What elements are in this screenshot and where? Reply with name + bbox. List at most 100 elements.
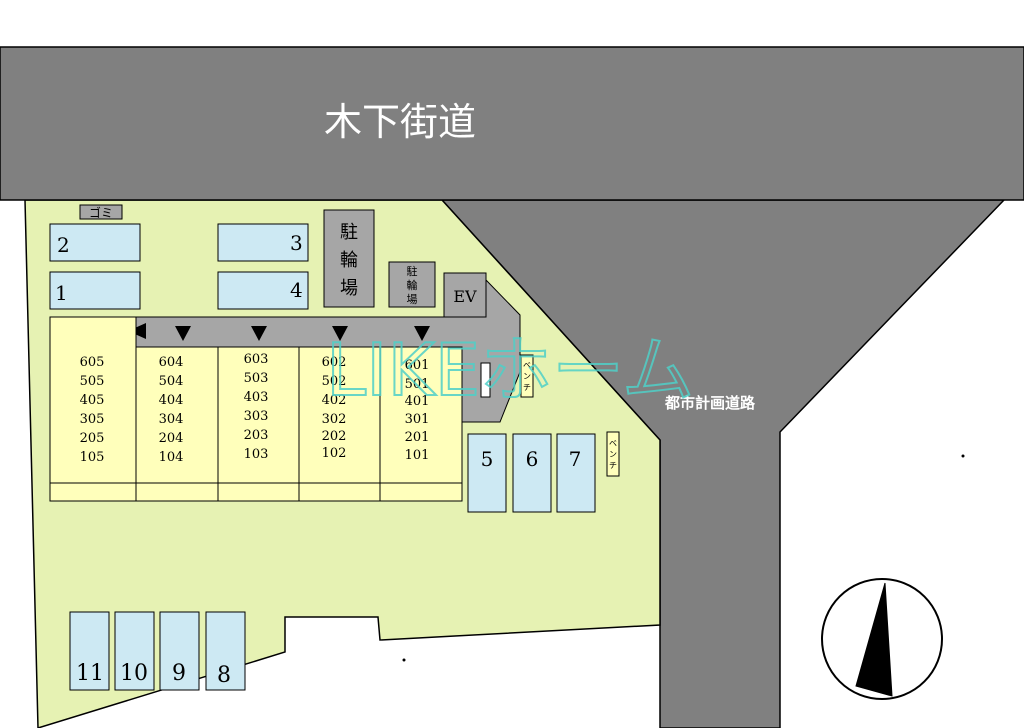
bench-char: ン xyxy=(609,450,617,459)
unit-number: 303 xyxy=(244,409,269,424)
arrow-down-icon xyxy=(251,326,267,341)
unit-column-2 xyxy=(298,346,381,484)
unit-number: 102 xyxy=(322,446,347,461)
parking-space-5 xyxy=(467,433,507,513)
parking-group-east: 5 6 7 xyxy=(467,433,596,513)
unit-labels-col-601: 601 501 401 301 201 101 xyxy=(405,358,430,463)
balcony xyxy=(298,482,381,502)
garbage-area xyxy=(79,204,123,220)
planned-road-label: 都市計画道路 xyxy=(664,394,756,412)
parking-space-2 xyxy=(49,223,141,262)
unit-labels-col-605: 605 505 405 305 205 105 xyxy=(80,355,105,465)
unit-number: 301 xyxy=(405,412,430,427)
unit-number: 604 xyxy=(159,355,184,370)
parking-group-south: 11 10 9 8 xyxy=(69,611,246,691)
parking-label-2: 2 xyxy=(57,233,70,257)
unit-number: 605 xyxy=(80,355,105,370)
balcony xyxy=(217,482,300,502)
balcony xyxy=(135,482,219,502)
bicycle-parking-large xyxy=(323,209,375,308)
elevator xyxy=(443,272,487,319)
bicycle-large-char-2: 輪 xyxy=(340,250,358,271)
parking-label-11: 11 xyxy=(76,661,104,686)
parking-label-5: 5 xyxy=(481,447,494,471)
garbage-label: ゴミ xyxy=(89,205,113,220)
bicycle-parking-small xyxy=(388,261,436,308)
stair xyxy=(480,362,491,398)
bicycle-large-char-3: 場 xyxy=(340,278,358,299)
bench-char: チ xyxy=(523,383,531,392)
unit-number: 402 xyxy=(322,393,347,408)
unit-number: 203 xyxy=(244,428,269,443)
arrow-left-icon xyxy=(128,323,146,339)
unit-number: 501 xyxy=(405,377,430,392)
bicycle-small-char-3: 場 xyxy=(407,293,418,306)
map-dot xyxy=(961,454,965,458)
bench-char: ン xyxy=(523,372,531,381)
parking-space-8 xyxy=(205,611,246,691)
parking-label-1: 1 xyxy=(55,281,68,305)
bench-char: ベ xyxy=(523,361,531,370)
unit-number: 502 xyxy=(322,374,347,389)
parking-space-11 xyxy=(69,611,110,691)
parking-space-7 xyxy=(556,433,596,513)
bench-2 xyxy=(606,431,620,477)
parking-space-3 xyxy=(217,223,309,262)
unit-number: 603 xyxy=(244,352,269,367)
unit-column-3 xyxy=(217,346,300,484)
unit-labels-col-603: 603 503 403 303 203 103 xyxy=(244,352,269,462)
unit-number: 401 xyxy=(405,394,430,409)
main-road-label: 木下街道 xyxy=(324,100,476,144)
unit-column-6 xyxy=(49,316,137,484)
balcony xyxy=(379,482,463,502)
unit-number: 202 xyxy=(322,429,347,444)
compass-north-icon xyxy=(821,578,943,700)
unit-number: 302 xyxy=(322,412,347,427)
unit-number: 304 xyxy=(159,412,184,427)
parking-space-1 xyxy=(49,271,141,310)
arrow-down-icon xyxy=(175,326,191,341)
unit-number: 305 xyxy=(80,412,105,427)
parking-label-9: 9 xyxy=(172,661,186,686)
parking-label-3: 3 xyxy=(290,231,303,255)
parking-label-10: 10 xyxy=(120,661,148,686)
main-road xyxy=(0,46,1024,201)
parking-label-4: 4 xyxy=(290,278,303,302)
watermark: LIKEホーム xyxy=(326,328,694,412)
unit-number: 405 xyxy=(80,393,105,408)
bicycle-small-char-1: 駐 xyxy=(407,264,418,278)
unit-number: 204 xyxy=(159,431,184,446)
unit-number: 404 xyxy=(159,393,184,408)
balcony xyxy=(49,482,137,502)
parking-group-north: 2 1 3 4 xyxy=(49,223,309,310)
unit-number: 505 xyxy=(80,374,105,389)
bench-char: チ xyxy=(609,461,617,470)
bench-1 xyxy=(520,354,534,398)
elevator-label: EV xyxy=(453,287,477,306)
parking-label-6: 6 xyxy=(526,447,539,471)
unit-labels-col-604: 604 504 404 304 204 104 xyxy=(159,355,184,465)
unit-number: 602 xyxy=(322,355,347,370)
unit-number: 104 xyxy=(159,450,184,465)
unit-number: 403 xyxy=(244,390,269,405)
unit-number: 201 xyxy=(405,430,430,445)
unit-number: 101 xyxy=(405,448,430,463)
unit-number: 504 xyxy=(159,374,184,389)
arrow-down-icon xyxy=(414,326,430,341)
parking-space-6 xyxy=(512,433,552,513)
parking-space-4 xyxy=(217,271,309,310)
arrow-down-icon xyxy=(332,326,348,341)
apartment-building xyxy=(49,316,463,502)
parking-space-9 xyxy=(159,611,200,691)
unit-number: 503 xyxy=(244,371,269,386)
parking-space-10 xyxy=(114,611,155,691)
unit-column-1 xyxy=(379,346,463,484)
map-dot xyxy=(402,658,406,662)
bicycle-large-char-1: 駐 xyxy=(340,222,358,243)
parking-label-7: 7 xyxy=(569,447,582,471)
unit-labels-col-602: 602 502 402 302 202 102 xyxy=(322,355,347,461)
bench-char: ベ xyxy=(609,439,617,448)
unit-number: 601 xyxy=(405,358,430,373)
bicycle-small-char-2: 輪 xyxy=(407,278,418,292)
